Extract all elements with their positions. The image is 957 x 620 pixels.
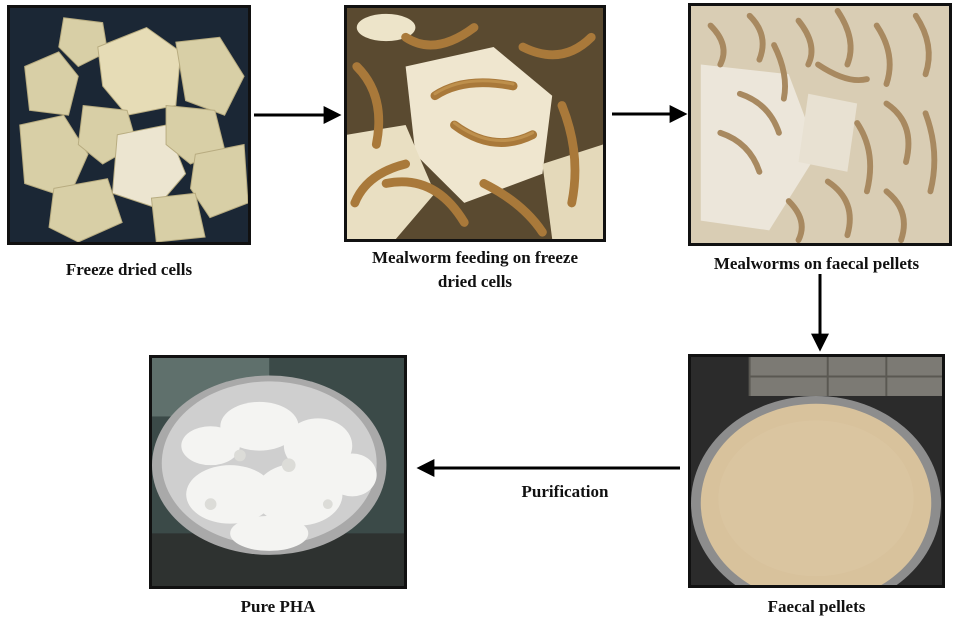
freeze-dried-cells-photo	[7, 5, 251, 245]
caption-mealworm-feeding-line1: Mealworm feeding on freeze	[372, 248, 578, 267]
arrow-4-to-5	[416, 459, 680, 477]
arrow-3-to-4	[811, 274, 829, 352]
arrow-1-to-2	[254, 106, 342, 124]
mealworm-feeding-photo	[344, 5, 606, 242]
caption-mealworms-on-pellets: Mealworms on faecal pellets	[713, 254, 920, 273]
mealworms-on-pellets-photo	[688, 3, 952, 246]
caption-mealworm-feeding: Mealworm feeding on freeze dried cells	[324, 246, 626, 294]
arrow-2-to-3	[612, 105, 688, 123]
pure-pha-photo	[149, 355, 407, 589]
caption-pure-pha: Pure PHA	[240, 597, 316, 616]
caption-mealworm-feeding-line2: dried cells	[437, 272, 513, 291]
faecal-pellets-photo	[688, 354, 945, 588]
caption-freeze-dried-cells: Freeze dried cells	[65, 260, 193, 279]
caption-faecal-pellets: Faecal pellets	[767, 597, 866, 616]
arrow-label-purification: Purification	[521, 482, 609, 501]
